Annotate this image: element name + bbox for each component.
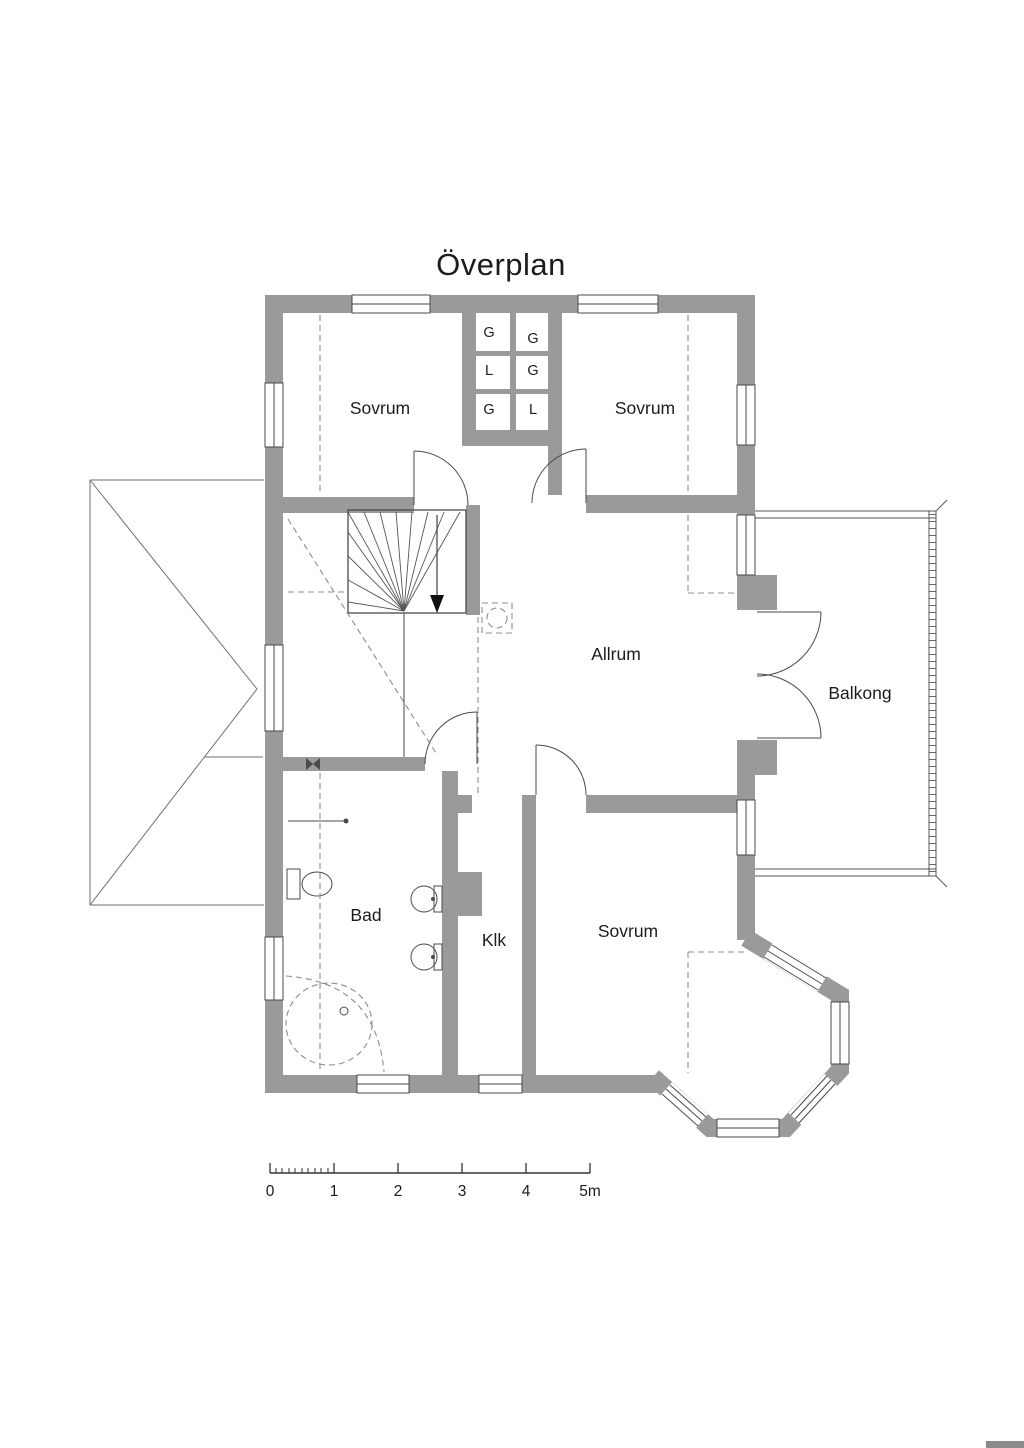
sink-fixture-2	[410, 943, 443, 971]
scale-label-5: 5m	[579, 1183, 601, 1200]
doors	[413, 448, 822, 796]
door-openings	[430, 497, 755, 813]
room-label-sovrum-ne: Sovrum	[615, 398, 675, 418]
room-label-balkong: Balkong	[828, 683, 891, 703]
bathroom-fixtures	[285, 758, 443, 1073]
room-label-allrum: Allrum	[591, 644, 641, 664]
balcony-railing	[755, 499, 948, 888]
room-label-klk: Klk	[482, 930, 507, 950]
scale-label-4: 4	[522, 1183, 531, 1200]
page-title: Överplan	[436, 247, 566, 282]
room-label-sovrum-nw: Sovrum	[350, 398, 410, 418]
scale-label-3: 3	[458, 1183, 467, 1200]
valve-icon	[306, 758, 320, 770]
closet-label-6: L	[529, 402, 537, 418]
scale-label-2: 2	[394, 1183, 403, 1200]
windows	[264, 294, 756, 1094]
scale-label-0: 0	[266, 1183, 275, 1200]
toilet-fixture	[286, 868, 333, 900]
bathtub-fixture	[285, 975, 385, 1073]
ceiling-dashed-lines	[287, 315, 748, 1073]
watermark-bar	[986, 1441, 1024, 1448]
room-label-bad: Bad	[350, 905, 381, 925]
staircase	[347, 509, 467, 757]
room-label-sovrum-s: Sovrum	[598, 921, 658, 941]
closet-label-3: G	[483, 402, 494, 418]
roof-outline	[89, 479, 264, 906]
closet-label-1: G	[483, 325, 494, 341]
stair-direction-arrow	[430, 595, 444, 613]
scale-label-1: 1	[330, 1183, 339, 1200]
closet-label-4: G	[527, 331, 538, 347]
bay-window	[660, 943, 850, 1138]
closet-label-5: G	[527, 363, 538, 379]
closet-label-2: L	[485, 363, 493, 379]
scale-bar: 0 1 2 3 4 5m	[266, 1163, 601, 1200]
sink-fixture-1	[410, 885, 443, 913]
